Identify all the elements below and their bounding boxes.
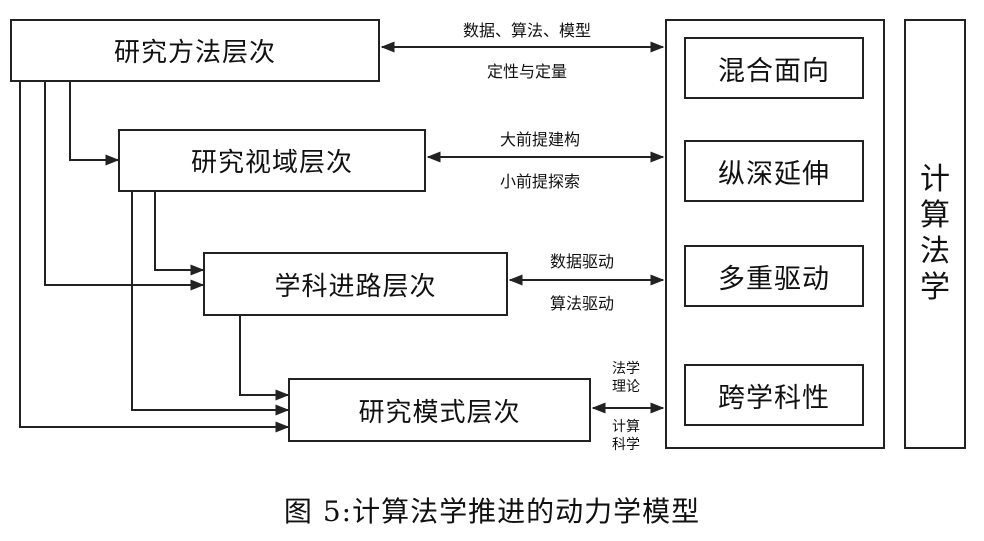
feature-label: 纵深延伸	[718, 158, 830, 190]
connector-method-to-view	[69, 82, 120, 166]
level-label-path: 学科进路层次	[274, 271, 437, 302]
feature-label: 多重驱动	[718, 263, 830, 295]
level-box-view: 研究视域层次	[118, 129, 426, 192]
level-label-mode: 研究模式层次	[358, 397, 521, 428]
arrow-label-qualitative-quantitative: 定性与定量	[486, 62, 567, 81]
level-box-path: 学科进路层次	[203, 252, 508, 316]
side-box-computational-law: 计 算 法 学	[904, 19, 966, 449]
side-label: 计 算 法 学	[920, 162, 950, 305]
level-label-view: 研究视域层次	[190, 148, 353, 178]
feature-box-depth-extension: 纵深延伸	[684, 140, 864, 202]
connector-method-to-path	[44, 82, 205, 291]
arrow-label-data-driven: 数据驱动	[549, 252, 614, 271]
level-box-mode: 研究模式层次	[288, 378, 591, 442]
feature-label: 混合面向	[718, 55, 830, 87]
connector-path-to-mode	[239, 316, 290, 401]
arrow-label-data-algorithm-model: 数据、算法、模型	[462, 21, 591, 40]
arrow-label-algorithm-driven: 算法驱动	[549, 294, 614, 313]
connector-view-to-mode	[131, 192, 290, 416]
feature-box-mixed-orientation: 混合面向	[684, 37, 864, 99]
level-box-method: 研究方法层次	[10, 19, 380, 82]
feature-box-interdisciplinary: 跨学科性	[684, 364, 864, 426]
figure-caption: 图 5:计算法学推进的动力学模型	[283, 495, 701, 528]
connector-view-to-path	[154, 192, 205, 276]
arrow-label-major-premise: 大前提建构	[499, 130, 580, 149]
feature-label: 跨学科性	[718, 382, 830, 414]
arrow-label-minor-premise: 小前提探索	[499, 172, 580, 191]
level-label-method: 研究方法层次	[113, 38, 276, 68]
arrow-label-computer-science: 计算科学	[612, 419, 640, 453]
feature-box-multi-driven: 多重驱动	[684, 245, 864, 307]
arrow-label-legal-theory: 法学理论	[612, 361, 640, 395]
connector-method-to-mode	[19, 82, 290, 433]
